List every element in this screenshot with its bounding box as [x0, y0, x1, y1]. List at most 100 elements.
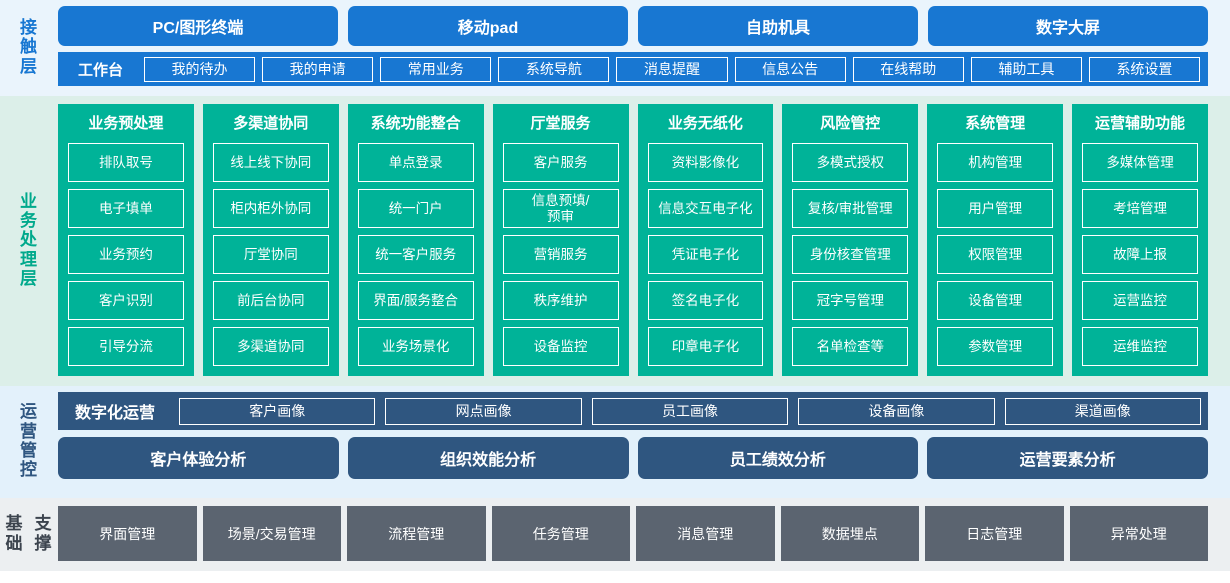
- layer-operations: 运 营 管 控 数字化运营 客户画像 网点画像 员工画像 设备画像 渠道画像 客…: [0, 386, 1230, 498]
- workbench-chip[interactable]: 辅助工具: [970, 56, 1082, 82]
- business-item[interactable]: 客户服务: [502, 143, 619, 182]
- business-item[interactable]: 秩序维护: [502, 281, 619, 320]
- business-item[interactable]: 柜内柜外协同: [212, 189, 329, 228]
- business-item[interactable]: 营销服务: [502, 235, 619, 274]
- workbench-chip[interactable]: 消息提醒: [616, 56, 728, 82]
- business-item[interactable]: 多渠道协同: [212, 327, 329, 366]
- business-item[interactable]: 凭证电子化: [647, 235, 764, 274]
- portrait-chip[interactable]: 客户画像: [179, 397, 376, 425]
- business-item[interactable]: 业务场景化: [357, 327, 474, 366]
- business-item[interactable]: 用户管理: [937, 189, 1054, 228]
- workbench-title: 工作台: [78, 61, 124, 79]
- foundation-items: 界面管理 场景/交易管理 流程管理 任务管理 消息管理 数据埋点 日志管理 异常…: [58, 506, 1208, 561]
- workbench-chip[interactable]: 常用业务: [380, 56, 492, 82]
- contact-channel-card[interactable]: 数字大屏: [928, 6, 1208, 46]
- contact-channel-card[interactable]: PC/图形终端: [58, 6, 338, 46]
- layer-business-label: 业 务 处 理 层: [0, 104, 58, 376]
- layer-contact-label: 接 触 层: [0, 6, 58, 88]
- contact-channel-card[interactable]: 移动pad: [348, 6, 628, 46]
- layer-business-body: 业务预处理 排队取号 电子填单 业务预约 客户识别 引导分流 多渠道协同 线上线…: [58, 104, 1230, 376]
- layer-business-label-text: 业 务 处 理 层: [20, 191, 38, 289]
- analysis-card[interactable]: 运营要素分析: [927, 437, 1208, 479]
- business-item[interactable]: 资料影像化: [647, 143, 764, 182]
- portrait-chip[interactable]: 员工画像: [591, 397, 789, 425]
- business-item[interactable]: 设备管理: [937, 281, 1054, 320]
- business-item[interactable]: 前后台协同: [212, 281, 329, 320]
- layer-contact-label-text: 接 触 层: [20, 17, 38, 76]
- foundation-item[interactable]: 数据埋点: [780, 506, 919, 561]
- digital-operations-title: 数字化运营: [75, 405, 156, 422]
- business-item[interactable]: 签名电子化: [647, 281, 764, 320]
- foundation-item[interactable]: 日志管理: [925, 506, 1064, 561]
- workbench-chip[interactable]: 在线帮助: [852, 56, 964, 82]
- business-item[interactable]: 界面/服务整合: [357, 281, 474, 320]
- layer-foundation-body: 界面管理 场景/交易管理 流程管理 任务管理 消息管理 数据埋点 日志管理 异常…: [58, 506, 1230, 561]
- business-column: 多渠道协同 线上线下协同 柜内柜外协同 厅堂协同 前后台协同 多渠道协同: [202, 104, 339, 376]
- workbench-chip[interactable]: 系统设置: [1088, 56, 1200, 82]
- workbench-chip[interactable]: 信息公告: [734, 56, 846, 82]
- workbench-chip[interactable]: 我的待办: [144, 56, 256, 82]
- workbench-chip[interactable]: 系统导航: [498, 56, 610, 82]
- foundation-item[interactable]: 异常处理: [1069, 506, 1208, 561]
- business-item[interactable]: 参数管理: [937, 327, 1054, 366]
- business-item[interactable]: 客户识别: [68, 281, 184, 320]
- business-item[interactable]: 身份核查管理: [792, 235, 909, 274]
- business-column-title: 运营辅助功能: [1095, 115, 1186, 132]
- business-item[interactable]: 多媒体管理: [1082, 143, 1198, 182]
- layer-foundation-label-line1: 基础: [5, 514, 24, 553]
- business-item[interactable]: 机构管理: [937, 143, 1054, 182]
- business-item[interactable]: 名单检查等: [792, 327, 909, 366]
- business-item[interactable]: 故障上报: [1082, 235, 1198, 274]
- analysis-card[interactable]: 组织效能分析: [347, 437, 629, 479]
- business-column: 风险管控 多模式授权 复核/审批管理 身份核查管理 冠字号管理 名单检查等: [782, 104, 919, 376]
- portrait-chip[interactable]: 设备画像: [798, 397, 995, 425]
- business-column: 系统功能整合 单点登录 统一门户 统一客户服务 界面/服务整合 业务场景化: [347, 104, 484, 376]
- business-item[interactable]: 复核/审批管理: [792, 189, 909, 228]
- portrait-chip[interactable]: 渠道画像: [1004, 397, 1201, 425]
- analysis-card[interactable]: 员工绩效分析: [637, 437, 919, 479]
- business-item[interactable]: 单点登录: [357, 143, 474, 182]
- business-item[interactable]: 运维监控: [1082, 327, 1198, 366]
- layer-foundation-label-line2: 支撑: [34, 514, 53, 553]
- layer-operations-label-text: 运 营 管 控: [20, 402, 38, 480]
- foundation-item[interactable]: 场景/交易管理: [202, 506, 341, 561]
- business-item[interactable]: 信息交互电子化: [647, 189, 764, 228]
- business-column-title: 系统管理: [965, 115, 1026, 132]
- business-column: 系统管理 机构管理 用户管理 权限管理 设备管理 参数管理: [927, 104, 1064, 376]
- business-item[interactable]: 考培管理: [1082, 189, 1198, 228]
- business-column-title: 厅堂服务: [530, 115, 591, 132]
- foundation-item[interactable]: 消息管理: [636, 506, 775, 561]
- business-column-title: 业务预处理: [88, 115, 164, 132]
- business-item[interactable]: 运营监控: [1082, 281, 1198, 320]
- foundation-item[interactable]: 任务管理: [491, 506, 630, 561]
- business-item[interactable]: 电子填单: [68, 189, 184, 228]
- business-column-title: 风险管控: [820, 115, 881, 132]
- business-item[interactable]: 厅堂协同: [212, 235, 329, 274]
- business-item[interactable]: 信息预填/ 预审: [502, 189, 619, 228]
- business-column-title: 系统功能整合: [370, 115, 461, 132]
- business-column: 业务预处理 排队取号 电子填单 业务预约 客户识别 引导分流: [58, 104, 194, 376]
- analysis-card[interactable]: 客户体验分析: [58, 437, 339, 479]
- workbench-chip[interactable]: 我的申请: [262, 56, 374, 82]
- business-column: 厅堂服务 客户服务 信息预填/ 预审 营销服务 秩序维护 设备监控: [492, 104, 629, 376]
- business-item[interactable]: 引导分流: [68, 327, 184, 366]
- business-item[interactable]: 设备监控: [502, 327, 619, 366]
- business-column-title: 多渠道协同: [233, 115, 309, 132]
- digital-operations-bar: 数字化运营 客户画像 网点画像 员工画像 设备画像 渠道画像: [58, 392, 1208, 430]
- business-item[interactable]: 线上线下协同: [212, 143, 329, 182]
- contact-channel-card[interactable]: 自助机具: [638, 6, 918, 46]
- business-item[interactable]: 业务预约: [68, 235, 184, 274]
- business-column-title: 业务无纸化: [667, 115, 743, 132]
- business-item[interactable]: 多模式授权: [792, 143, 909, 182]
- business-item[interactable]: 统一门户: [357, 189, 474, 228]
- business-item[interactable]: 冠字号管理: [792, 281, 909, 320]
- business-item[interactable]: 排队取号: [68, 143, 184, 182]
- business-item[interactable]: 统一客户服务: [357, 235, 474, 274]
- portrait-chip[interactable]: 网点画像: [385, 397, 582, 425]
- analysis-cards: 客户体验分析 组织效能分析 员工绩效分析 运营要素分析: [58, 437, 1208, 479]
- business-item[interactable]: 印章电子化: [647, 327, 764, 366]
- foundation-item[interactable]: 界面管理: [58, 506, 197, 561]
- foundation-item[interactable]: 流程管理: [347, 506, 486, 561]
- business-item[interactable]: 权限管理: [937, 235, 1054, 274]
